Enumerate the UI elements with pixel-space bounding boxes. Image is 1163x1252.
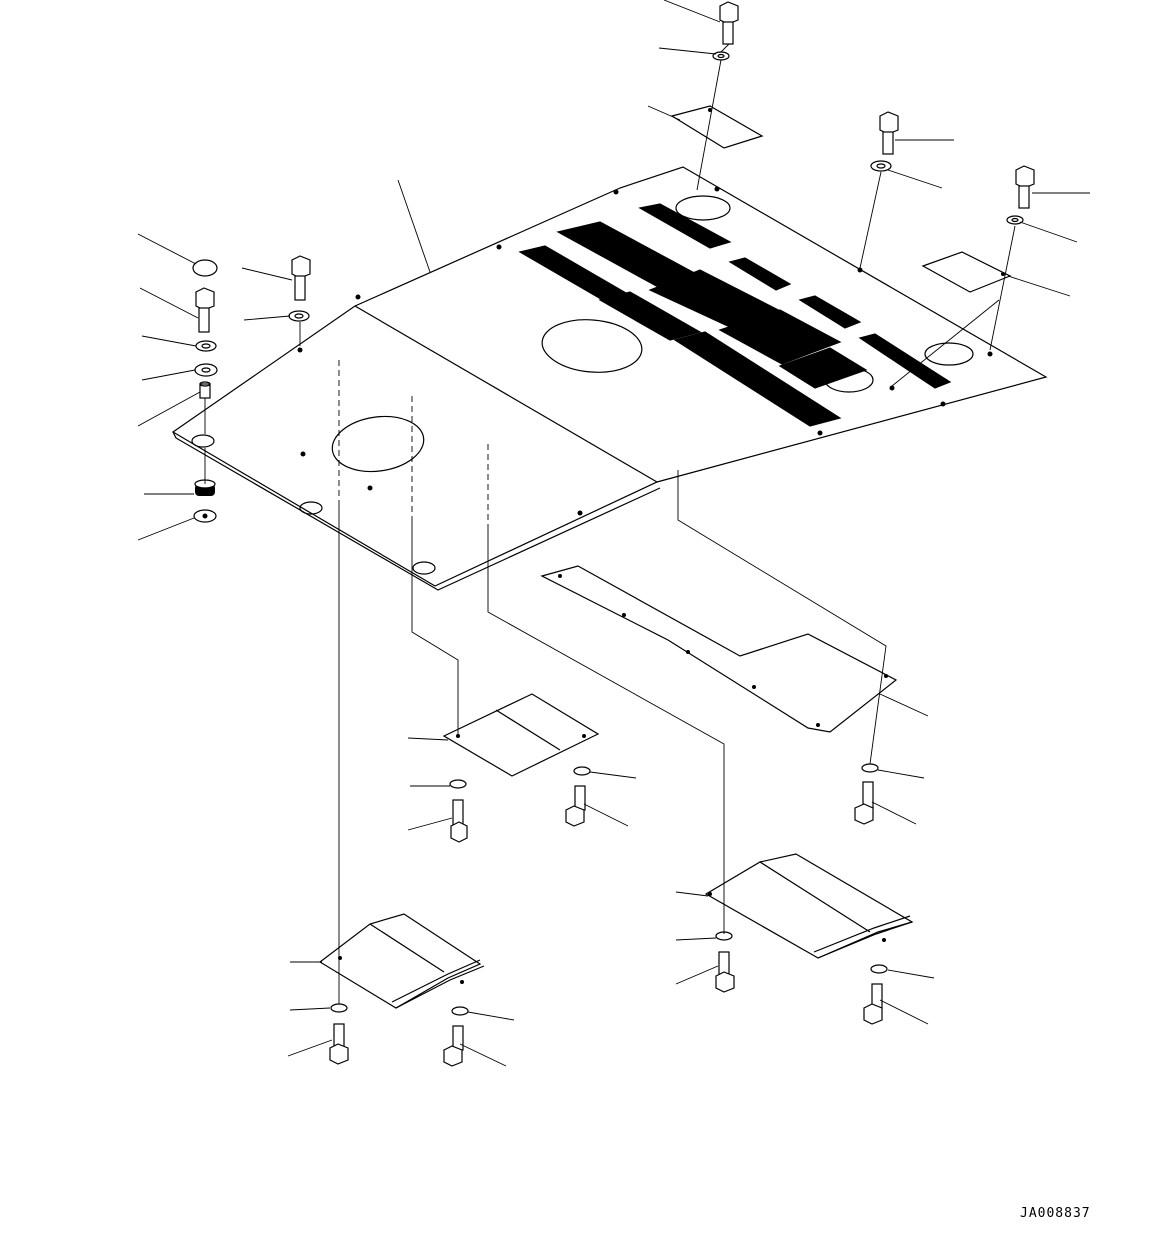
washer-left-stack-2 (194, 363, 218, 377)
panel-holes (297, 186, 993, 516)
bolt-far-right (1015, 165, 1035, 209)
washer-center-right (573, 766, 591, 776)
small-cover-center (442, 693, 600, 777)
cap-plug (192, 259, 218, 277)
bolt-center-right (565, 785, 586, 827)
lower-strip-cover (540, 565, 898, 733)
washer-center-left (449, 779, 467, 789)
hinged-cover-right (704, 853, 914, 959)
assembly-lines (299, 43, 1016, 1004)
access-cover-plate-top (670, 105, 764, 149)
washer-top-center (712, 51, 730, 61)
bolt-left-upper (291, 255, 311, 301)
access-cover-plate-right (921, 251, 1012, 293)
bolt-hinged-left-1 (329, 1023, 349, 1065)
leader-lines (137, 0, 1090, 1067)
washer-hinged-left-1 (330, 1003, 348, 1013)
washer-strip (861, 763, 879, 773)
collar-sleeve (199, 381, 211, 399)
washer-hinged-right-2 (870, 964, 888, 974)
washer-far-right (1006, 215, 1024, 225)
bolt-hinged-left-2 (443, 1025, 464, 1067)
washer-left-stack-1 (195, 340, 217, 352)
bolt-top-center (719, 1, 739, 45)
bolt-strip (854, 781, 874, 825)
washer-left-upper (288, 310, 310, 322)
washer-top-right (870, 160, 892, 172)
washer-hinged-left-2 (451, 1006, 469, 1016)
bolt-top-right (879, 111, 899, 155)
bolt-hinged-right-2 (863, 983, 883, 1025)
drawing-code: JA008837 (1020, 1206, 1091, 1221)
ventilation-grilles (518, 203, 952, 427)
hinged-cover-left (318, 913, 485, 1009)
bolt-hinged-right-1 (715, 951, 735, 993)
washer-left-bottom (193, 509, 217, 523)
bolt-left-stack (195, 287, 215, 333)
main-undercover-panel (171, 166, 1048, 591)
bolt-center-left (450, 799, 468, 843)
